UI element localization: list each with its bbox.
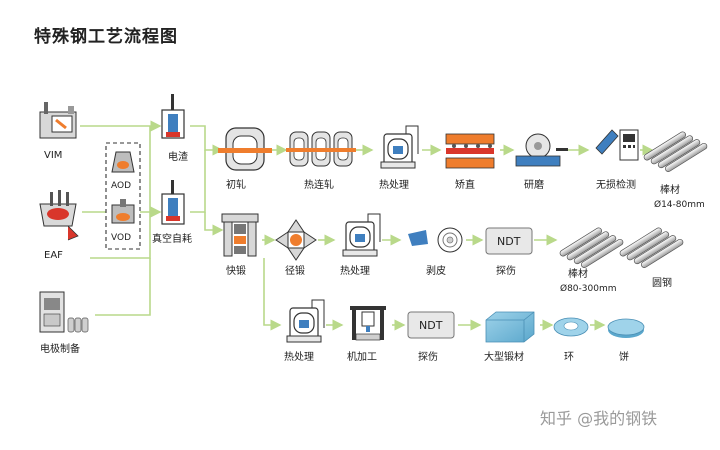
- flaw-detection-label-2: 探伤: [496, 264, 516, 277]
- cake-forging-icon: [607, 318, 645, 338]
- ring-label: 环: [564, 352, 574, 363]
- ndt-box-3-text: NDT: [419, 319, 443, 332]
- electrode-press-icon: [39, 291, 89, 333]
- vim-label: VIM: [44, 150, 62, 161]
- refining-group-box: [105, 142, 141, 250]
- ring-forging-icon: [553, 317, 589, 337]
- small-bar-bundle-icon: [642, 124, 709, 180]
- rough-rolling-mill-icon: [218, 127, 272, 171]
- grinding-machine-icon: [515, 133, 568, 167]
- ndt-inspection-label: 无损检测: [596, 178, 636, 191]
- var-furnace-icon: [161, 180, 185, 225]
- heat-treatment-icon-1: [380, 125, 419, 169]
- round-steel-bundle-icon: [618, 220, 685, 276]
- vim-furnace-icon: [39, 102, 77, 139]
- peeling-icon: [408, 227, 463, 253]
- fast-forging-label: 快锻: [226, 264, 246, 277]
- hot-rolling-label: 热连轧: [304, 178, 334, 191]
- round-steel-label: 圆钢: [652, 276, 672, 289]
- vod-label: VOD: [111, 233, 131, 243]
- heat-treatment-icon-2: [342, 213, 381, 257]
- vod-vessel-icon: [111, 199, 135, 224]
- rough-rolling-label: 初轧: [226, 178, 246, 191]
- peeling-label: 剥皮: [426, 264, 446, 277]
- eaf-furnace-icon: [39, 190, 79, 241]
- heat-treatment-label-3: 热处理: [284, 350, 314, 363]
- esr-label: 电渣: [168, 150, 188, 163]
- grinding-label: 研磨: [524, 179, 544, 191]
- eaf-label: EAF: [44, 250, 63, 261]
- radial-forging-label: 径锻: [285, 264, 305, 277]
- machining-center-icon: [350, 306, 386, 341]
- large-bar-size-label: Ø80-300mm: [560, 283, 617, 294]
- large-bar-label: 棒材: [568, 267, 588, 280]
- electrode-prep-label: 电极制备: [40, 342, 80, 355]
- heat-treatment-label-1: 热处理: [379, 178, 409, 191]
- hot-continuous-rolling-icon: [286, 131, 356, 167]
- large-bar-bundle-icon: [558, 220, 625, 276]
- ndt-inspection-icon-1: [595, 129, 639, 161]
- radial-forging-icon: [275, 219, 317, 261]
- straightening-label: 矫直: [455, 178, 475, 191]
- fast-forging-press-icon: [221, 213, 259, 257]
- page-title: 特殊钢工艺流程图: [34, 27, 178, 47]
- flow-lines: [80, 120, 654, 331]
- large-forging-block-icon: [485, 311, 535, 343]
- aod-vessel-icon: [111, 151, 135, 173]
- heat-treatment-icon-3: [286, 299, 325, 343]
- watermark-text: 知乎 @我的钢铁: [540, 409, 658, 428]
- cake-label: 饼: [619, 350, 629, 363]
- machining-label: 机加工: [347, 350, 377, 363]
- esr-furnace-icon: [161, 94, 185, 139]
- var-label: 真空自耗: [152, 232, 192, 245]
- small-bar-size-label: Ø14-80mm: [654, 199, 705, 210]
- ndt-box-2-text: NDT: [497, 235, 521, 248]
- large-forging-label: 大型锻材: [484, 350, 524, 363]
- small-bar-label: 棒材: [660, 183, 680, 196]
- flaw-detection-label-3: 探伤: [418, 350, 438, 363]
- heat-treatment-label-2: 热处理: [340, 264, 370, 277]
- straightening-machine-icon: [445, 133, 495, 169]
- aod-label: AOD: [111, 181, 131, 191]
